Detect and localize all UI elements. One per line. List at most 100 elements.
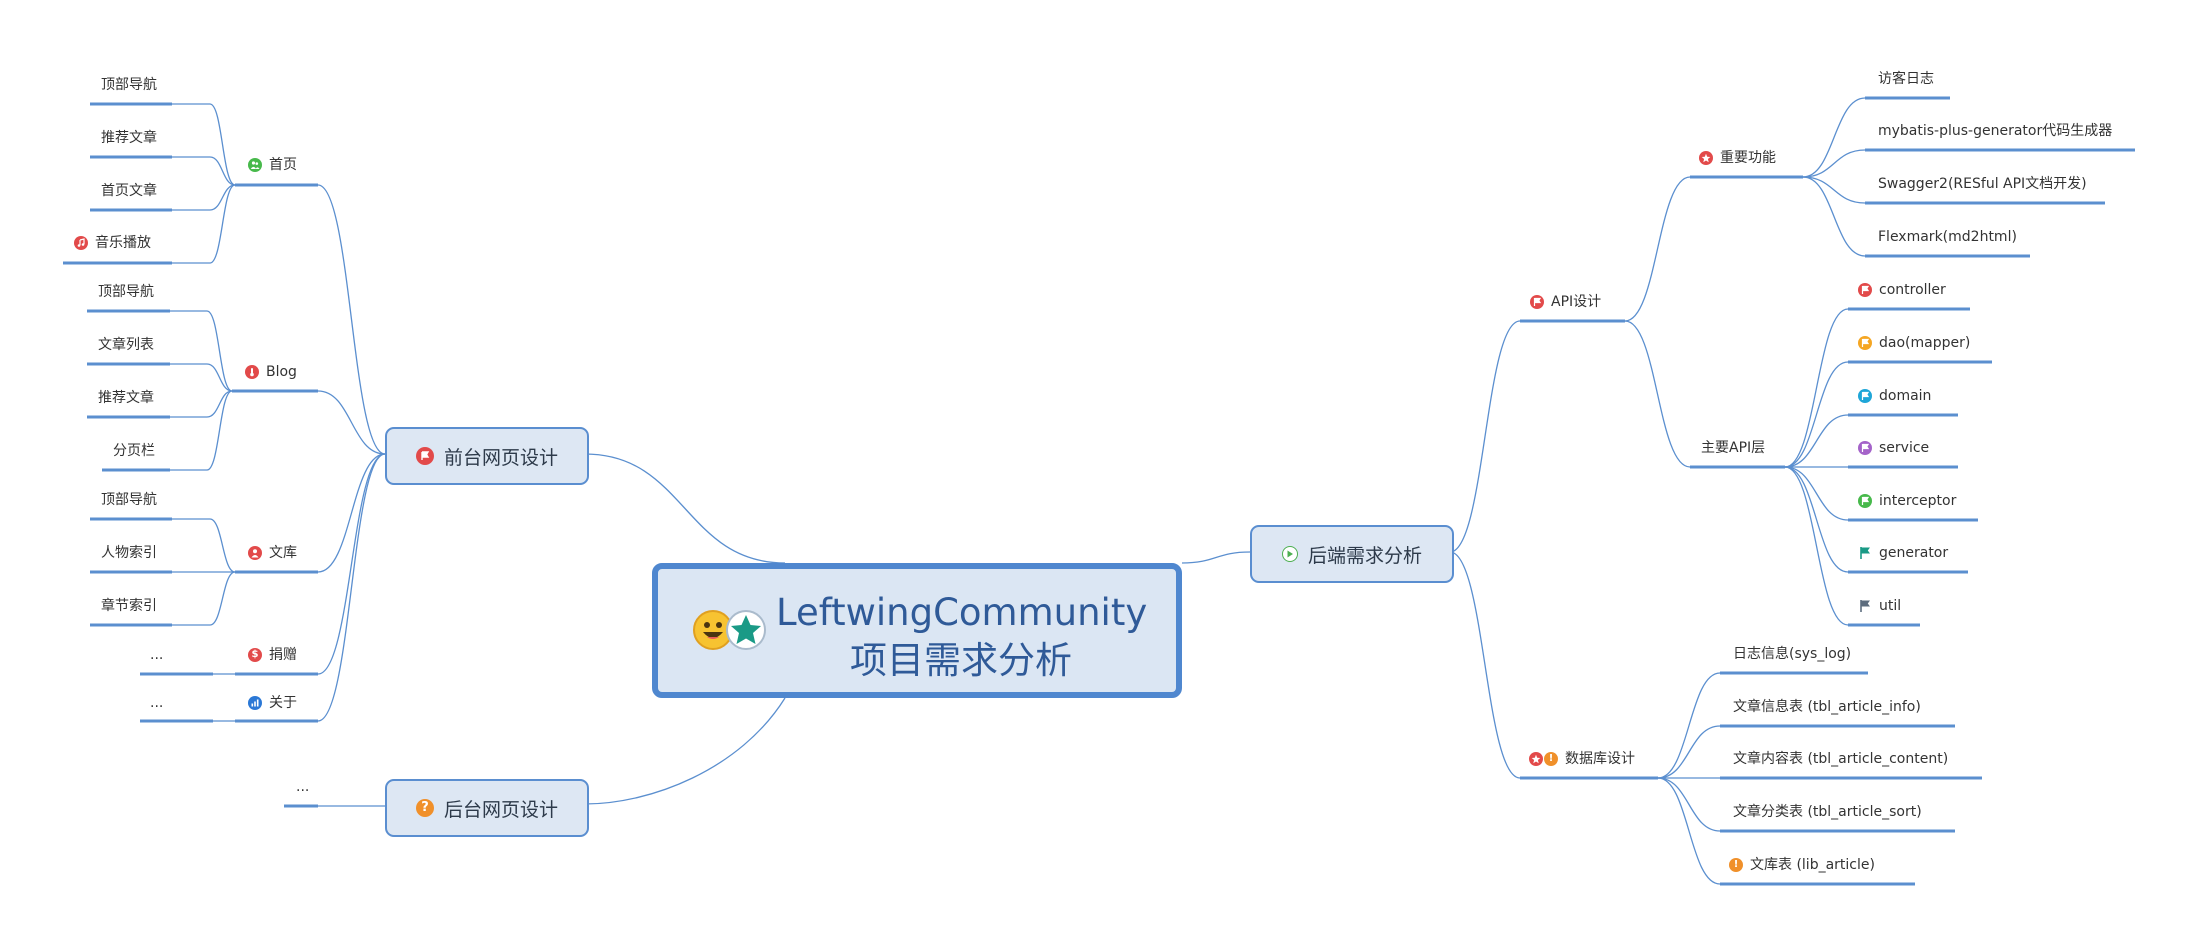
connector-line	[1449, 551, 1521, 779]
db-child-4[interactable]: 文章分类表 (tbl_article_sort)	[1733, 804, 1922, 820]
db-child-3[interactable]: 文章内容表 (tbl_article_content)	[1733, 751, 1949, 767]
layer-domain[interactable]: domain	[1858, 386, 1931, 406]
layer-dao[interactable]: dao(mapper)	[1858, 333, 1970, 353]
connector-line	[1802, 97, 1866, 178]
home-child-4[interactable]: 音乐播放	[74, 233, 151, 253]
exclamation-icon: !	[1729, 858, 1743, 872]
db-child-5[interactable]: ! 文库表 (lib_article)	[1729, 855, 1875, 875]
connector-line	[317, 184, 386, 455]
layer-service[interactable]: service	[1858, 438, 1929, 458]
database-design-topic[interactable]: ! 数据库设计	[1529, 749, 1635, 769]
connector-line	[317, 453, 386, 722]
flag-icon	[1858, 283, 1872, 297]
database-design-label: 数据库设计	[1565, 751, 1635, 767]
connector-line	[1784, 361, 1849, 468]
connector-line	[1657, 777, 1721, 832]
connector-line	[209, 518, 236, 573]
about-child-1[interactable]: ...	[150, 695, 164, 711]
connector-line	[1657, 672, 1721, 779]
music-icon	[74, 236, 88, 250]
important-features-topic[interactable]: 重要功能	[1699, 148, 1776, 168]
connector-line	[1624, 320, 1691, 468]
backend-web-design-topic[interactable]: ? 后台网页设计	[385, 779, 589, 837]
flag-icon	[1858, 336, 1872, 350]
home-child-3[interactable]: 首页文章	[101, 183, 157, 199]
blog-child-1[interactable]: 顶部导航	[98, 284, 154, 300]
backend-web-design-label: 后台网页设计	[443, 798, 558, 821]
about-topic[interactable]: 关于	[248, 693, 297, 713]
connector-line	[172, 518, 210, 626]
connector-line	[1657, 777, 1721, 885]
connector-line	[1657, 725, 1721, 779]
main-api-layers-topic[interactable]: 主要API层	[1701, 438, 1765, 458]
layer-generator[interactable]: generator	[1858, 543, 1948, 563]
flag-icon	[1858, 599, 1872, 613]
star-icon	[1529, 752, 1543, 766]
connector-line	[1449, 320, 1521, 553]
connector-line	[1181, 551, 1251, 564]
people-icon	[248, 158, 262, 172]
home-topic[interactable]: 首页	[248, 155, 297, 175]
library-child-3[interactable]: 章节索引	[101, 598, 157, 614]
db-child-2[interactable]: 文章信息表 (tbl_article_info)	[1733, 699, 1921, 715]
connector-line	[209, 103, 236, 186]
backend-web-child-1[interactable]: ...	[296, 779, 310, 795]
connector-line	[206, 363, 233, 392]
blog-child-3[interactable]: 推荐文章	[98, 390, 154, 406]
connector-line	[206, 390, 233, 471]
exclamation-icon: !	[1544, 752, 1558, 766]
blog-topic[interactable]: Blog	[245, 362, 297, 382]
thermometer-icon	[245, 365, 259, 379]
api-design-topic[interactable]: API设计	[1530, 292, 1601, 312]
connector-line	[209, 156, 236, 186]
question-icon: ?	[415, 799, 434, 817]
main-api-layers-label: 主要API层	[1701, 440, 1766, 456]
chart-icon	[248, 696, 262, 710]
flag-icon	[1858, 389, 1872, 403]
donate-child-1[interactable]: ...	[150, 647, 164, 663]
connector-line	[317, 453, 386, 573]
connector-line	[317, 453, 386, 675]
library-topic[interactable]: 文库	[248, 543, 297, 563]
layer-interceptor[interactable]: interceptor	[1858, 491, 1956, 511]
connector-line	[1784, 466, 1849, 573]
star-icon	[1699, 151, 1713, 165]
layer-util[interactable]: util	[1858, 596, 1901, 616]
central-title: LeftwingCommunity项目需求分析	[776, 591, 1148, 682]
blog-child-4[interactable]: 分页栏	[113, 443, 155, 459]
flag-icon	[415, 447, 434, 465]
frontend-design-label: 前台网页设计	[443, 446, 558, 469]
home-label: 首页	[269, 157, 297, 173]
backend-analysis-topic[interactable]: 后端需求分析	[1250, 525, 1454, 583]
blog-label: Blog	[266, 364, 297, 380]
api-design-label: API设计	[1551, 294, 1602, 310]
important-child-3[interactable]: Swagger2(RESful API文档开发)	[1878, 176, 2087, 192]
important-child-2[interactable]: mybatis-plus-generator代码生成器	[1878, 123, 2113, 139]
home-child-1[interactable]: 顶部导航	[101, 77, 157, 93]
donate-topic[interactable]: $ 捐赠	[248, 645, 297, 665]
connector-line	[209, 184, 236, 264]
connector-line	[1802, 176, 1866, 204]
dollar-icon: $	[248, 648, 262, 662]
home-child-2[interactable]: 推荐文章	[101, 130, 157, 146]
connector-line	[1802, 149, 1866, 178]
database-icons: !	[1529, 752, 1558, 766]
frontend-design-topic[interactable]: 前台网页设计	[385, 427, 589, 485]
connector-line	[1784, 466, 1849, 626]
library-child-2[interactable]: 人物索引	[101, 545, 157, 561]
library-child-1[interactable]: 顶部导航	[101, 492, 157, 508]
library-label: 文库	[269, 545, 297, 561]
star-icon	[726, 610, 766, 650]
db-child-1[interactable]: 日志信息(sys_log)	[1733, 646, 1852, 662]
connector-line	[317, 390, 386, 455]
connector-line	[1624, 176, 1691, 322]
connector-line	[1784, 414, 1849, 468]
central-topic[interactable]: LeftwingCommunity项目需求分析	[652, 563, 1182, 698]
connector-line	[170, 310, 207, 471]
blog-child-2[interactable]: 文章列表	[98, 337, 154, 353]
important-child-1[interactable]: 访客日志	[1878, 71, 1934, 87]
important-child-4[interactable]: Flexmark(md2html)	[1878, 229, 2017, 245]
layer-controller[interactable]: controller	[1858, 280, 1946, 300]
important-features-label: 重要功能	[1720, 150, 1776, 166]
